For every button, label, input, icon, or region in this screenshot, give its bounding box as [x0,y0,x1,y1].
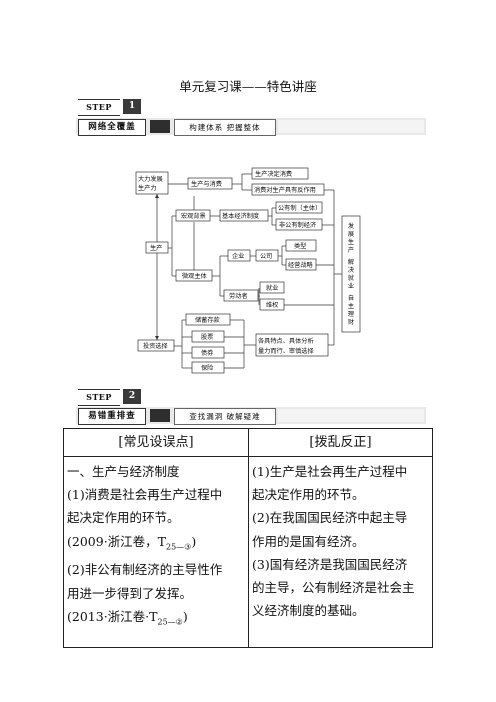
left-line-2: (1)消费是社会再生产过程中 [67,487,223,503]
step2-label: STEP [78,389,120,406]
concept-map: 大力发展 生产力 生产与消费 生产决定消费 消费对生产具有反作用 宏观背景 基本… [135,167,361,374]
box-n1 [135,171,169,195]
node-n24c-2: 主 [348,302,354,310]
box-n5 [175,209,211,222]
node-n23-b: 量力而行、审慎选择 [258,347,314,355]
table-header-right: [拨乱反正] [309,435,372,450]
box-n22 [137,339,175,352]
node-n23-a: 各具特点、具体分析 [258,337,314,345]
node-n13: 类型 [294,242,306,250]
box-n12 [255,249,279,262]
box-n4 [251,183,325,196]
right-line-5: (3)国有经济是我国国民经济 [252,556,408,572]
box-n7 [275,201,323,214]
node-n18: 储蓄存款 [195,316,220,324]
box-n17 [259,298,285,311]
left-line-1: 一、生产与经济制度 [67,464,180,479]
right-line-7: 义经济制度的基础。 [252,603,365,619]
left-line-6: 用进一步得到了发挥。 [67,585,193,601]
box-n16 [259,281,285,294]
box-n11 [227,249,251,262]
node-n5: 宏观背景 [181,212,206,220]
table-cell-right: (1)生产是社会再生产过程中 起决定作用的环节。 (2)在我国国民经济中起主导 … [252,460,415,622]
node-n22: 投资选择 [143,342,169,350]
left-line-7: (2013·浙江卷·T25—②) [67,608,188,627]
node-n20: 债券 [201,349,214,357]
step2-badge: STEP 2 [78,389,141,406]
step1-subheading: 构建体系 把握整体 [174,119,276,136]
right-line-1: (1)生产是社会再生产过程中 [252,464,408,479]
step2-heading: 易错重排查 [78,408,146,425]
box-n15 [223,289,259,302]
node-n24b-2: 决 [348,266,354,274]
left-line-5: (2)非公有制经济的主导性作 [67,562,223,578]
node-n24a-3: 生 [348,238,354,246]
box-n21 [191,361,225,374]
box-n3 [251,167,309,180]
node-n24b-3: 就 [348,274,354,282]
node-n4: 消费对生产具有反作用 [254,186,316,194]
node-n10: 微观主体 [182,272,208,280]
table-cell-left: 一、生产与经济制度 (1)消费是社会再生产过程中 起决定作用的环节。 (2009… [67,460,222,633]
node-n2: 生产与消费 [191,180,222,188]
step1-bar: 网络全覆盖 构建体系 把握整体 [76,118,426,136]
box-n13 [285,239,317,252]
node-n24c-3: 理 [348,311,354,318]
box-n19 [191,330,225,343]
box-n2 [187,177,233,190]
right-line-6: 的主导，公有制经济是社会主 [252,580,415,596]
table-header-left: [常见设误点] [118,435,194,450]
page-title: 单元复习课——特色讲座 [179,79,317,94]
node-n1-a: 大力发展 [138,175,163,183]
step1-heading: 网络全覆盖 [78,119,146,136]
node-n24a-1: 发 [348,222,354,230]
step2-bar: 易错重排查 查找漏洞 破解疑难 [76,407,426,425]
box-n18 [185,313,231,326]
node-n15: 劳动者 [229,292,248,300]
node-n17: 维权 [266,301,278,309]
left-line-4: (2009·浙江卷，T25—③) [67,533,197,552]
node-n3: 生产决定消费 [255,170,292,178]
node-n14: 经营战略 [288,261,314,269]
step2-subheading: 查找漏洞 破解疑难 [174,408,276,425]
node-n24b-4: 业 [348,282,354,290]
node-n24c-1: 自 [348,294,354,302]
right-line-2: 起决定作用的环节。 [252,487,365,503]
step1-square [150,120,170,133]
left-line-3: 起决定作用的环节。 [67,510,180,526]
node-n21: 保险 [201,364,214,372]
node-n12: 公司 [260,253,272,260]
node-n19: 股票 [201,334,213,341]
node-n9: 生产 [150,244,162,252]
box-n8 [275,218,323,231]
step1-badge: STEP 1 [78,99,141,116]
step2-square [150,409,170,422]
right-line-3: (2)在我国国民经济中起主导 [252,510,408,526]
right-line-4: 作用的是国有经济。 [252,533,365,549]
node-n7: 公有制（主体） [278,204,321,212]
node-n8: 非公有制经济 [279,221,317,229]
node-n24b-1: 解 [348,258,354,266]
node-n24a-2: 展 [348,231,354,238]
step1-label: STEP [78,99,120,116]
node-n11: 企业 [232,252,244,260]
box-n14 [285,258,317,271]
box-n6 [219,209,269,222]
node-n16: 就业 [266,284,278,292]
node-n6: 基本经济制度 [222,212,259,220]
box-n20 [191,346,225,359]
step1-number: 1 [123,99,141,114]
error-table: [常见设误点] [拨乱反正] 一、生产与经济制度 (1)消费是社会再生产过程中 … [63,428,433,648]
node-n24a-4: 产 [348,246,354,254]
step2-number: 2 [123,389,141,404]
node-n24c-4: 财 [348,318,354,326]
node-n1-b: 生产力 [138,184,157,192]
